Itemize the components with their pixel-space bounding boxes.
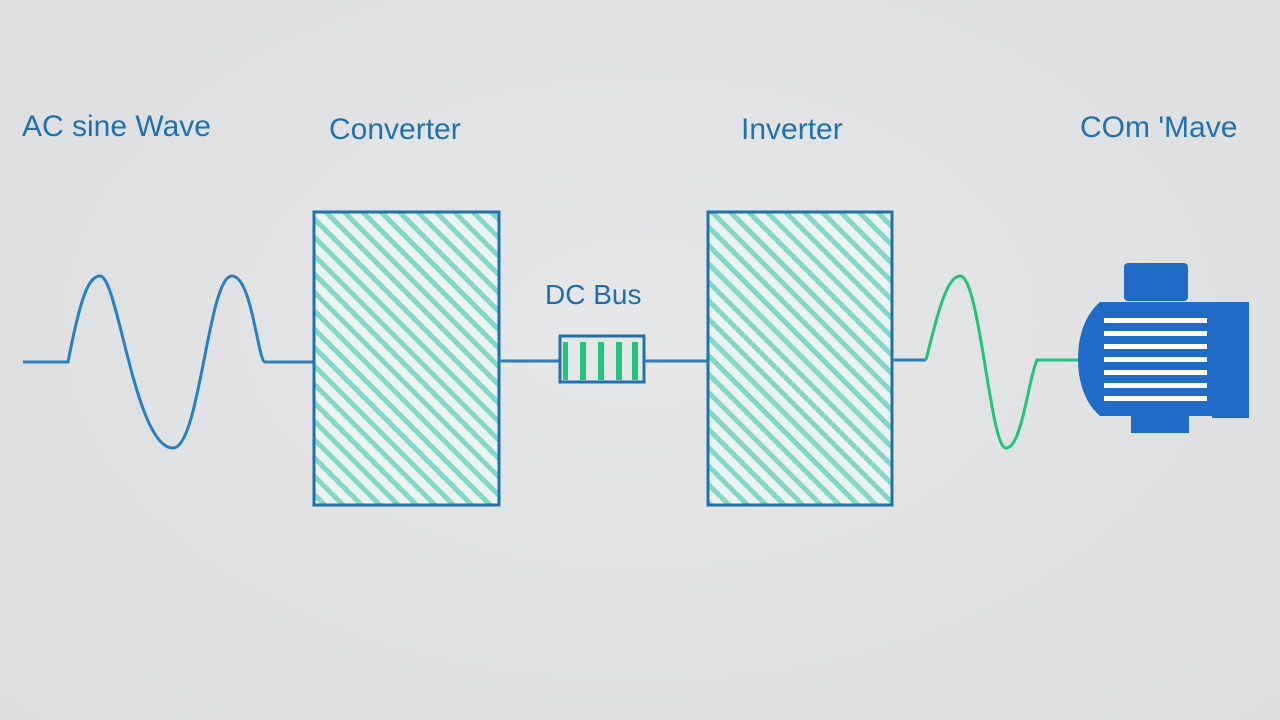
capacitor-icon (558, 334, 646, 384)
motor-icon (1078, 263, 1249, 433)
dc-bus-label: DC Bus (545, 279, 642, 310)
input-sine-wave-icon (23, 274, 315, 450)
ac-source-label: AC sine Wave (22, 110, 211, 143)
output-sine-wave-icon (924, 274, 1078, 450)
converter-label: Converter (329, 113, 461, 146)
inverter-block (706, 210, 894, 507)
inverter-label: Inverter (741, 113, 843, 146)
converter-block (312, 210, 501, 507)
output-label: COm 'Mave (1080, 111, 1238, 144)
